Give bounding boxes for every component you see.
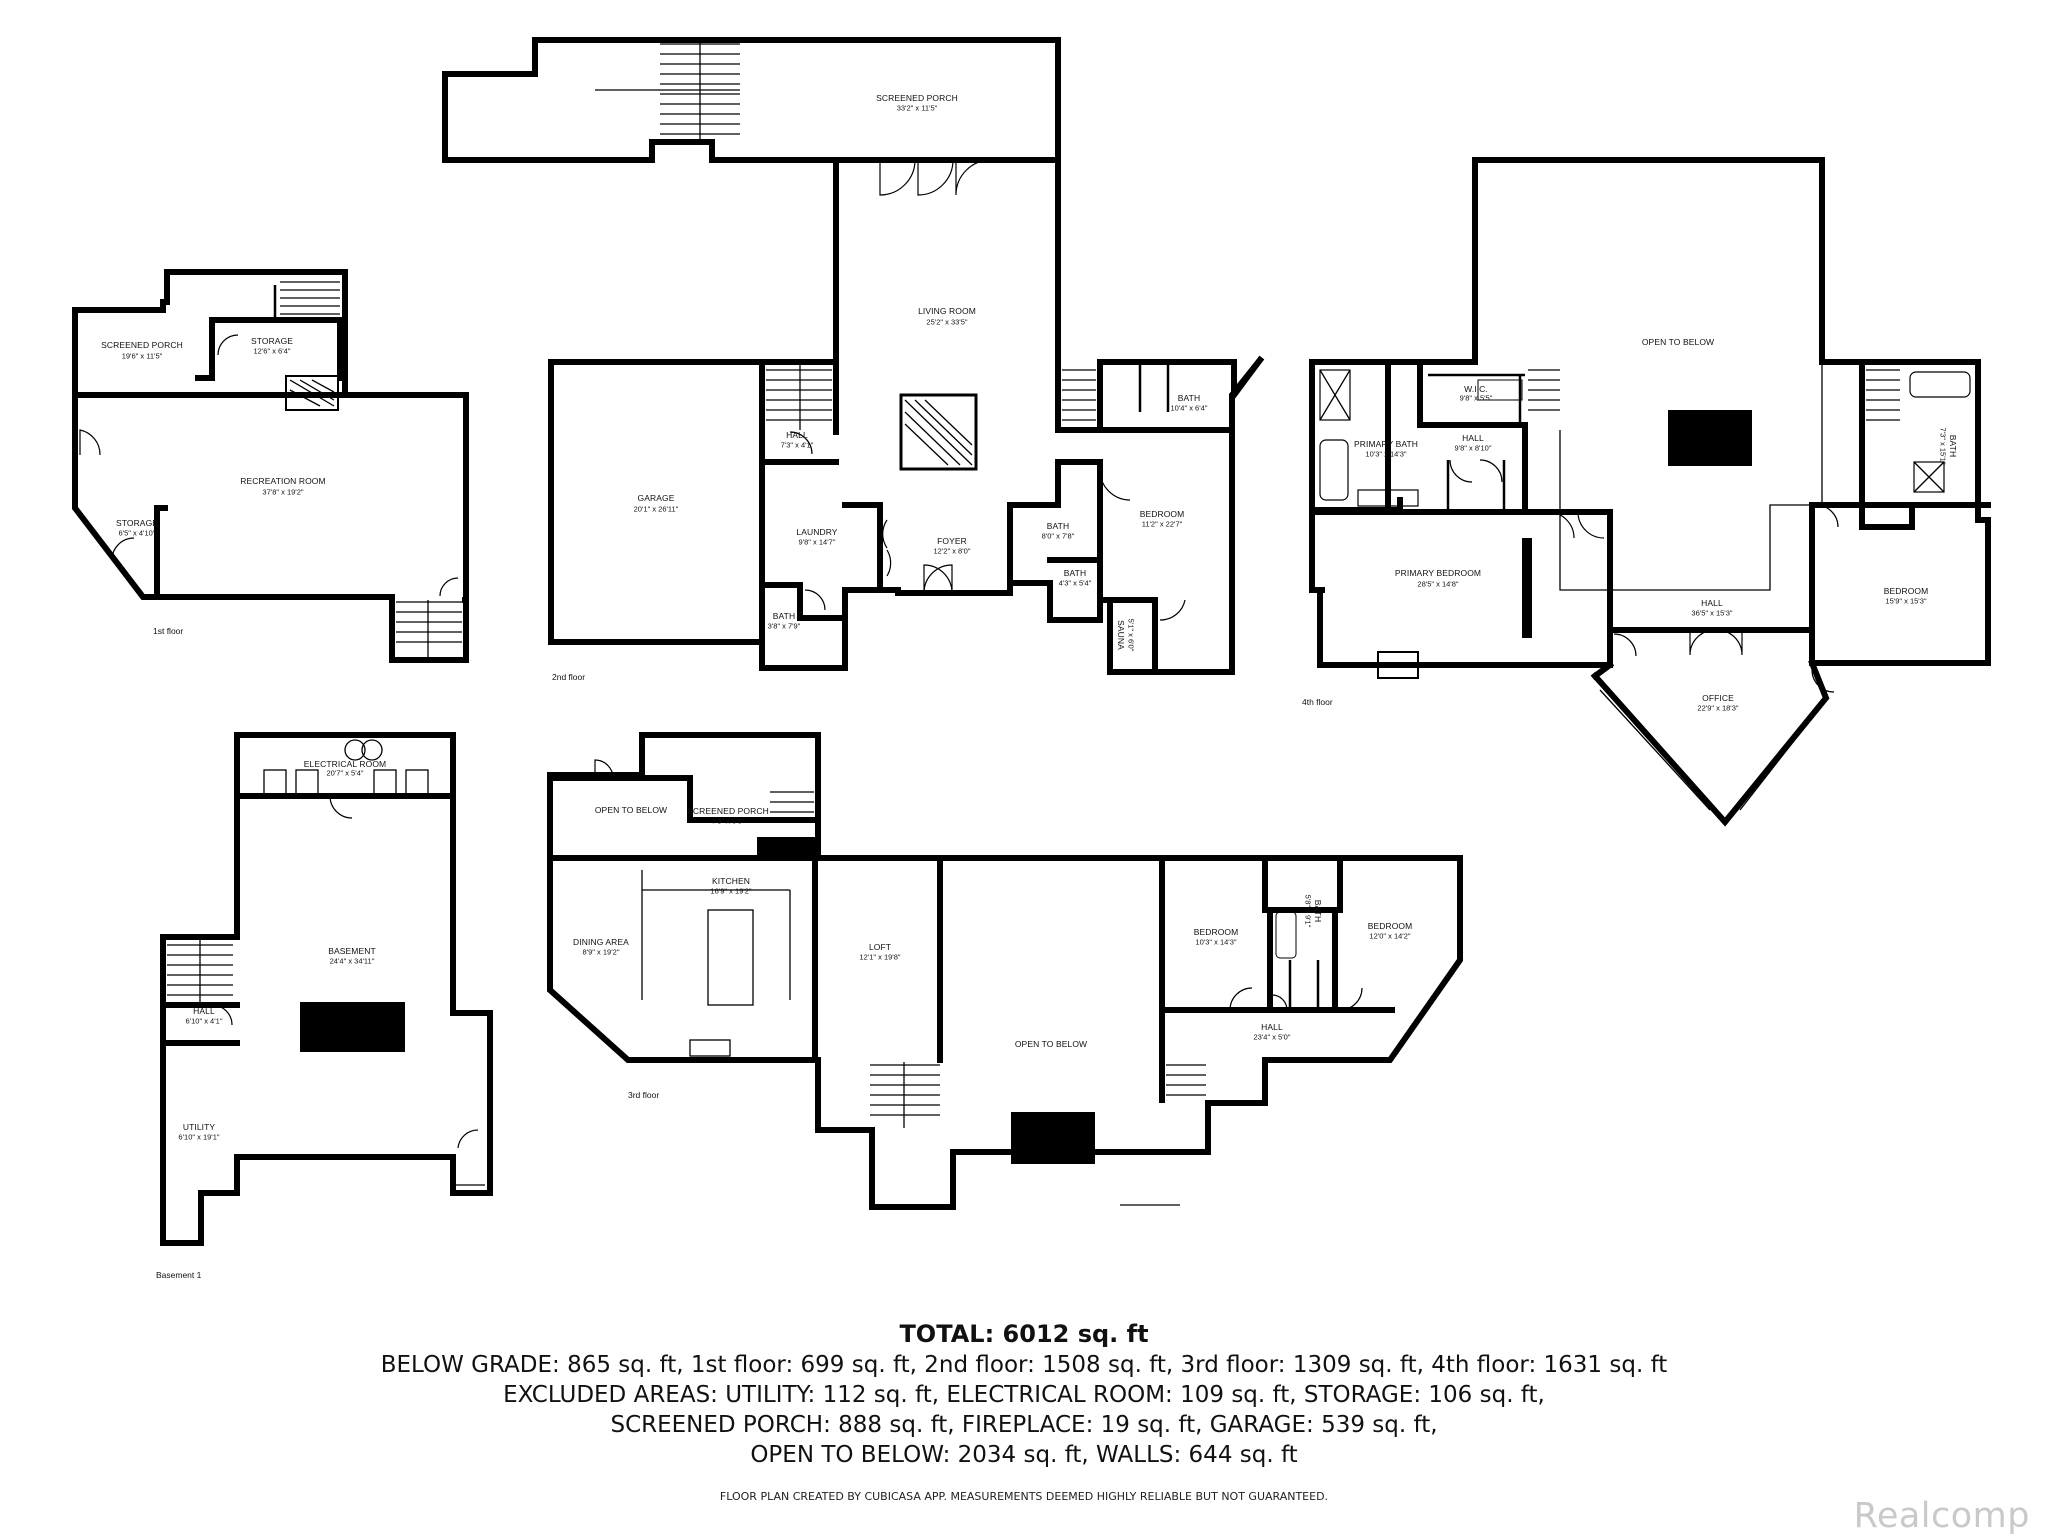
room-dimensions: 7'3" x 15'1"	[1938, 427, 1948, 465]
room-dimensions: 4'3" x 5'4"	[1058, 578, 1092, 588]
room-dimensions: 6'5" x 4'10"	[118, 528, 156, 538]
room-name: OFFICE	[1702, 693, 1734, 703]
area-summary-line: EXCLUDED AREAS: UTILITY: 112 sq. ft, ELE…	[503, 1382, 1545, 1408]
room-dimensions: 7'3" x 6'6"	[711, 816, 745, 826]
room-dimensions: 8'0" x 7'8"	[1041, 531, 1075, 541]
third-floor-plan	[547, 732, 1463, 1210]
room-name: BEDROOM	[1193, 927, 1239, 937]
room-name: BATH	[1046, 521, 1070, 531]
room-name: OPEN TO BELOW	[1641, 337, 1715, 347]
room-dimensions: 11'2" x 22'7"	[1141, 519, 1183, 529]
room-dimensions: 25'2" x 33'5"	[926, 317, 968, 327]
room-dimensions: 28'5" x 14'8"	[1417, 579, 1459, 589]
room-name: FOYER	[937, 536, 967, 546]
room-name: DINING AREA	[573, 937, 629, 947]
room-name: HALL	[1462, 433, 1484, 443]
room-dimensions: 12'1" x 19'8"	[859, 952, 901, 962]
room-dimensions: 33'2" x 11'5"	[896, 103, 938, 113]
room-dimensions: 10'3" x 14'3"	[1195, 937, 1237, 947]
area-summary-line: SCREENED PORCH: 888 sq. ft, FIREPLACE: 1…	[610, 1412, 1438, 1438]
room-dimensions: 6'10" x 4'1"	[185, 1016, 223, 1026]
room-name: RECREATION ROOM	[240, 476, 326, 486]
room-name: SCREENED PORCH	[101, 340, 183, 350]
room-name: HALL	[1261, 1022, 1283, 1032]
room-name: STORAGE	[115, 518, 159, 528]
room-name: UTILITY	[182, 1122, 216, 1132]
room-name: BATH	[1313, 899, 1323, 923]
room-name: SCREENED PORCH	[876, 93, 958, 103]
room-dimensions: 12'2" x 8'0"	[933, 546, 971, 556]
room-dimensions: 8'9" x 19'2"	[582, 947, 620, 957]
room-name: PRIMARY BEDROOM	[1394, 568, 1482, 578]
room-name: BATH	[1177, 393, 1201, 403]
room-name: BEDROOM	[1139, 509, 1185, 519]
room-dimensions: 16'9" x 19'2"	[710, 886, 752, 896]
room-dimensions: 9'8" x 14'7"	[798, 537, 836, 547]
fourth-floor-plan	[1309, 157, 1991, 827]
room-dimensions: 24'4" x 34'11"	[329, 956, 375, 966]
room-name: OPEN TO BELOW	[1014, 1039, 1088, 1049]
brand-watermark: Realcomp	[1853, 1496, 2030, 1536]
floor-label-fourth: 4th floor	[1302, 697, 1333, 707]
second-floor-plan	[442, 37, 1265, 675]
floor-label-first: 1st floor	[153, 626, 184, 636]
room-dimensions: 10'4" x 6'4"	[1170, 403, 1208, 413]
room-name: LAUNDRY	[796, 527, 838, 537]
room-name: KITCHEN	[711, 876, 751, 886]
room-name: HALL	[193, 1006, 215, 1016]
room-dimensions: 10'3" x 14'3"	[1365, 449, 1407, 459]
room-dimensions: 5'8" x 9'1"	[1303, 894, 1313, 928]
room-name: SAUNA	[1116, 620, 1126, 650]
room-name: LIVING ROOM	[918, 306, 976, 316]
room-name: SCREENED PORCH	[687, 806, 769, 816]
room-dimensions: 20'7" x 5'4"	[326, 768, 364, 778]
first-floor-plan	[72, 269, 469, 663]
room-dimensions: 9'8" x 5'5"	[1459, 393, 1493, 403]
room-name: BATH	[1948, 434, 1958, 458]
room-name: LOFT	[868, 942, 892, 952]
room-name: BASEMENT	[328, 946, 376, 956]
room-dimensions: 22'9" x 18'3"	[1697, 703, 1739, 713]
room-name: BEDROOM	[1367, 921, 1413, 931]
room-name: PRIMARY BATH	[1353, 439, 1419, 449]
room-dimensions: 20'1" x 26'11"	[633, 504, 679, 514]
floor-label-third: 3rd floor	[628, 1090, 660, 1100]
room-dimensions: 6'10" x 19'1"	[178, 1132, 220, 1142]
room-dimensions: 12'0" x 14'2"	[1369, 931, 1411, 941]
room-dimensions: 37'8" x 19'2"	[262, 487, 304, 497]
area-summary-line: OPEN TO BELOW: 2034 sq. ft, WALLS: 644 s…	[750, 1442, 1298, 1468]
area-summary-line: BELOW GRADE: 865 sq. ft, 1st floor: 699 …	[380, 1352, 1668, 1378]
room-dimensions: 19'6" x 11'5"	[121, 351, 163, 361]
room-dimensions: 36'5" x 15'3"	[1691, 608, 1733, 618]
total-area: TOTAL: 6012 sq. ft	[899, 1320, 1149, 1348]
basement-plan	[160, 732, 493, 1246]
room-name: HALL	[1701, 598, 1723, 608]
floor-label-basement: Basement 1	[156, 1270, 202, 1280]
room-name: ELECTRICAL ROOM	[303, 759, 387, 769]
room-name: STORAGE	[250, 336, 294, 346]
floor-label-second: 2nd floor	[552, 672, 586, 682]
room-dimensions: 3'8" x 7'9"	[767, 621, 801, 631]
room-dimensions: 12'6" x 6'4"	[253, 346, 291, 356]
room-name: HALL	[786, 430, 808, 440]
room-name: W.I.C.	[1464, 384, 1488, 394]
room-dimensions: 7'3" x 4'1"	[780, 440, 814, 450]
room-dimensions: 23'4" x 5'0"	[1253, 1032, 1291, 1042]
room-name: BEDROOM	[1883, 586, 1929, 596]
room-dimensions: 15'9" x 15'3"	[1885, 596, 1927, 606]
room-name: BATH	[1063, 568, 1087, 578]
room-name: OPEN TO BELOW	[594, 805, 668, 815]
room-dimensions: 5'1" x 6'0"	[1126, 618, 1136, 652]
room-name: BATH	[772, 611, 796, 621]
room-dimensions: 9'8" x 8'10"	[1454, 443, 1492, 453]
room-name: GARAGE	[637, 493, 675, 503]
disclaimer: FLOOR PLAN CREATED BY CUBICASA APP. MEAS…	[719, 1490, 1329, 1503]
